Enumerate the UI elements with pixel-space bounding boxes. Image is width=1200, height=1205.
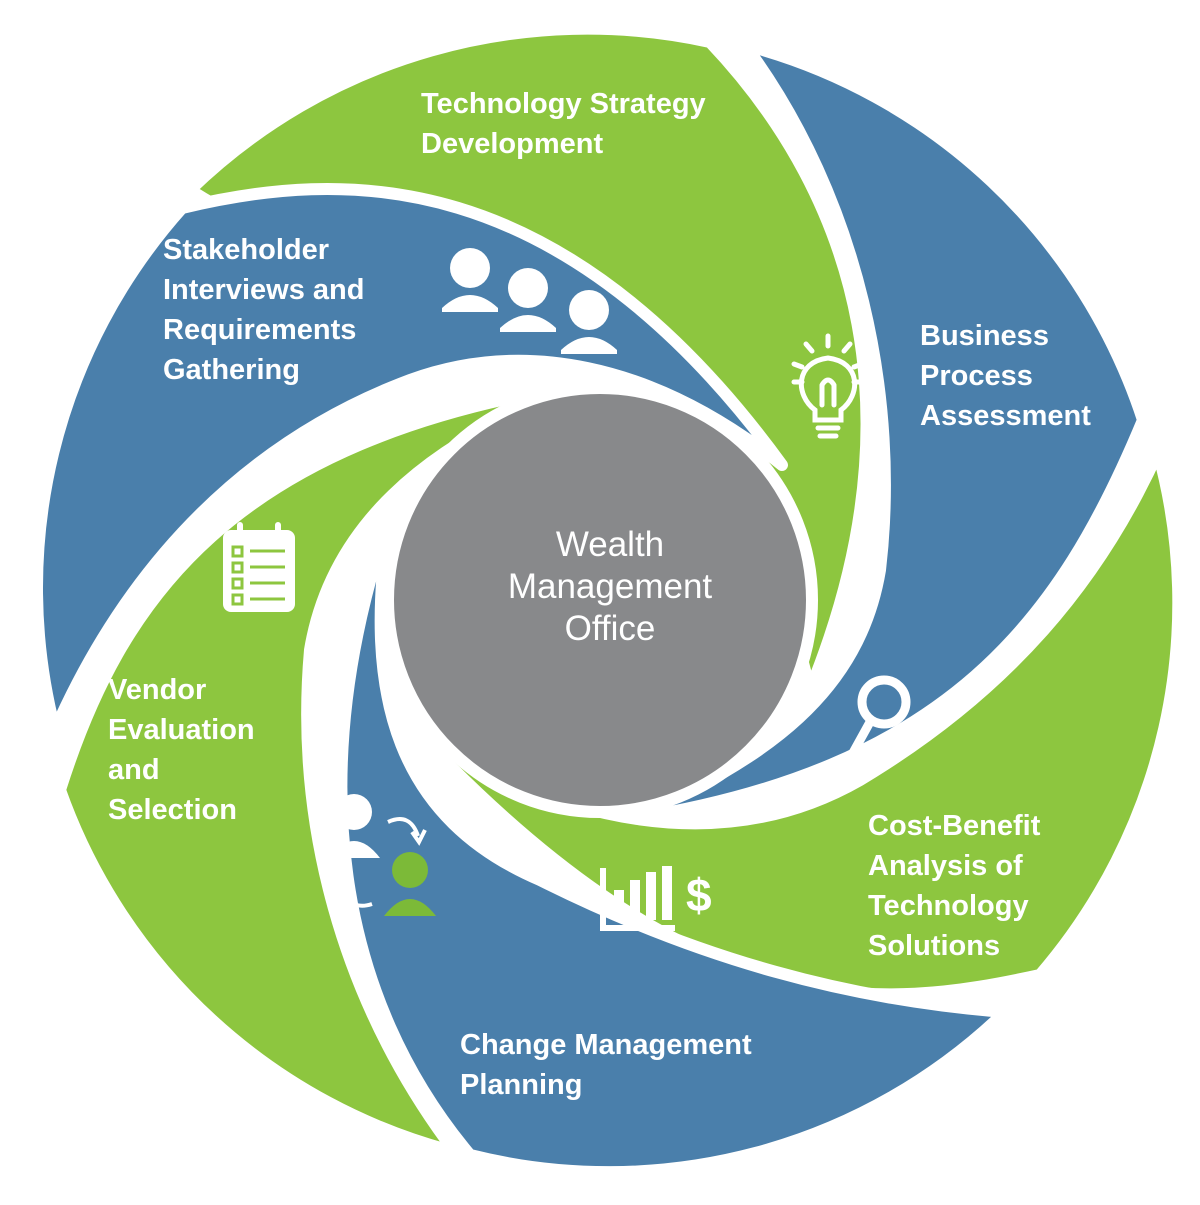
label-line: Stakeholder — [163, 234, 329, 266]
dollar-sign-icon: $ — [686, 869, 712, 921]
center-label-line: Management — [507, 567, 713, 606]
segment-label-business-process: Business Process Assessment — [920, 316, 1091, 436]
segment-cost-benefit — [414, 446, 1185, 1001]
label-line: Interviews and — [163, 274, 365, 306]
center-hub — [382, 382, 818, 818]
label-line: Selection — [108, 794, 237, 826]
segment-vendor-evaluation — [54, 379, 586, 1158]
label-line: Process — [920, 360, 1033, 392]
segment-business-process — [619, 39, 1149, 826]
bar-chart-dollar-icon — [600, 866, 675, 931]
checklist-calendar-icon — [223, 522, 295, 612]
segment-label-cost-benefit: Cost-Benefit Analysis of Technology Solu… — [868, 806, 1040, 966]
lightbulb-icon — [791, 333, 865, 439]
label-line: Gathering — [163, 354, 300, 386]
label-line: Vendor — [108, 674, 207, 706]
label-line: Cost-Benefit — [868, 810, 1041, 842]
segment-label-stakeholder-interviews: Stakeholder Interviews and Requirements … — [163, 230, 364, 390]
segment-label-technology-strategy: Technology Strategy Development — [421, 84, 706, 164]
label-line: Solutions — [868, 930, 1001, 962]
label-line: Planning — [460, 1069, 583, 1101]
label-line: Assessment — [920, 400, 1091, 432]
center-label: Wealth Management Office — [400, 524, 820, 650]
segment-change-management — [335, 509, 1011, 1179]
segment-label-vendor-evaluation: Vendor Evaluation and Selection — [108, 670, 255, 830]
label-line: Business — [920, 320, 1049, 352]
label-line: Requirements — [163, 314, 357, 346]
people-group-icon — [442, 248, 617, 354]
label-line: Development — [421, 128, 604, 160]
magnifier-icon — [844, 675, 911, 765]
center-label-line: Wealth — [555, 525, 665, 564]
label-line: Analysis of — [868, 850, 1023, 882]
label-line: Evaluation — [108, 714, 255, 746]
segment-label-change-management: Change Management Planning — [460, 1025, 752, 1105]
label-line: Change Management — [460, 1029, 752, 1061]
label-line: Technology Strategy — [421, 88, 706, 120]
center-label-line: Office — [564, 609, 656, 648]
people-exchange-icon — [328, 794, 436, 916]
label-line: Technology — [868, 890, 1029, 922]
label-line: and — [108, 754, 160, 786]
